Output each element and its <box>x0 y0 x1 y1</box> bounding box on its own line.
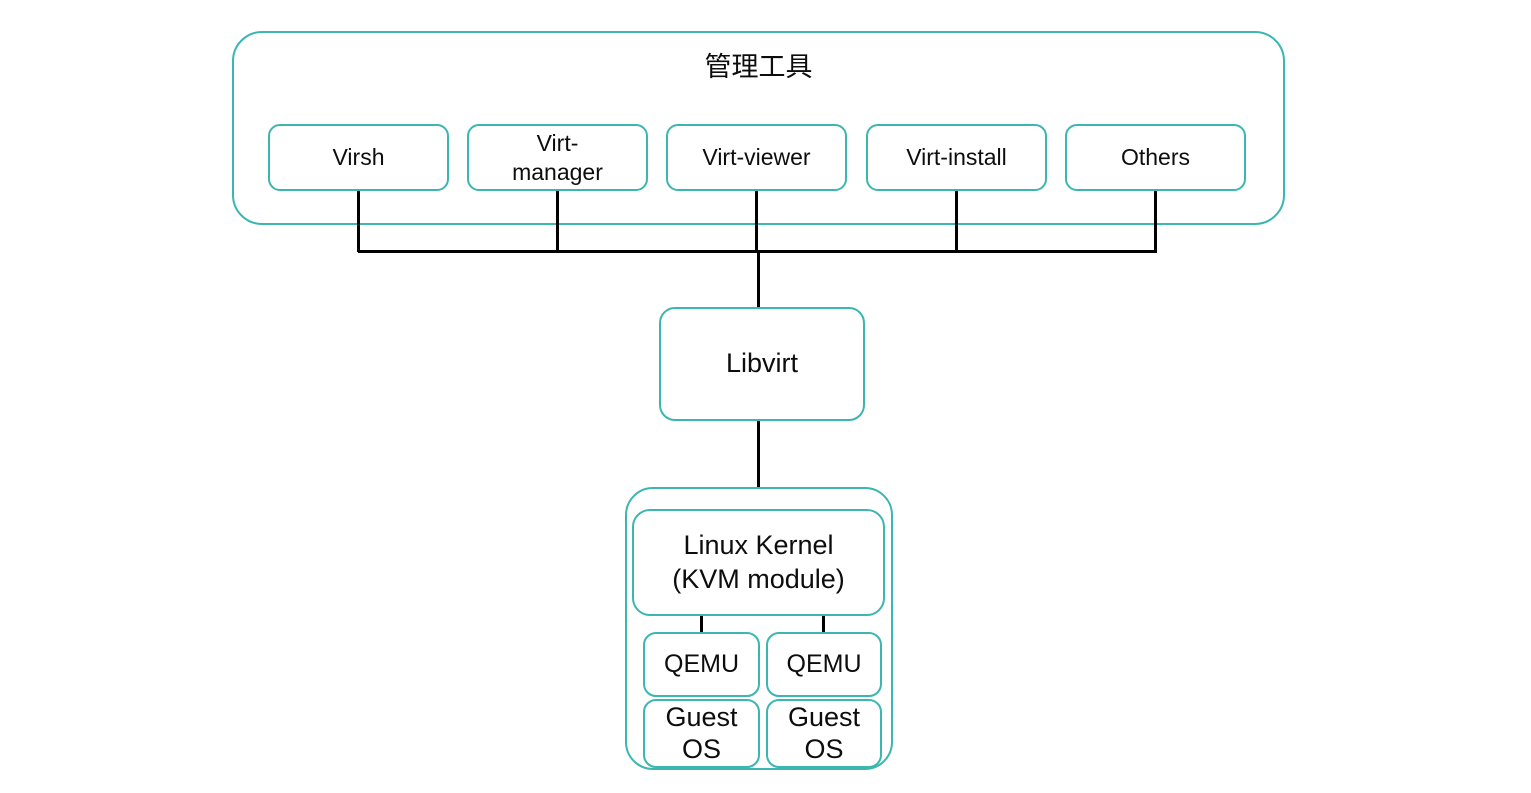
connector-virt-manager <box>556 191 559 252</box>
connector-virt-install <box>955 191 958 252</box>
tool-box-others: Others <box>1065 124 1246 191</box>
linux-kernel-kvm-box: Linux Kernel (KVM module) <box>632 509 885 616</box>
tool-box-virsh: Virsh <box>268 124 449 191</box>
connector-libvirt-to-kernel <box>757 421 760 510</box>
connector-bus-to-libvirt <box>757 253 760 308</box>
connector-kernel-to-qemu-2 <box>822 616 825 633</box>
tool-box-virt-install: Virt-install <box>866 124 1047 191</box>
tool-box-virt-viewer: Virt-viewer <box>666 124 847 191</box>
libvirt-box: Libvirt <box>659 307 865 421</box>
connector-virsh <box>357 191 360 252</box>
connector-others <box>1154 191 1157 252</box>
qemu-box-1: QEMU <box>643 632 760 697</box>
connector-bus-line <box>358 250 1157 253</box>
tool-box-virt-manager: Virt- manager <box>467 124 648 191</box>
management-tools-title: 管理工具 <box>704 52 813 82</box>
connector-kernel-to-qemu-1 <box>700 616 703 633</box>
qemu-box-2: QEMU <box>766 632 882 697</box>
guest-os-box-2: Guest OS <box>766 699 882 768</box>
guest-os-box-1: Guest OS <box>643 699 760 768</box>
connector-virt-viewer <box>755 191 758 252</box>
